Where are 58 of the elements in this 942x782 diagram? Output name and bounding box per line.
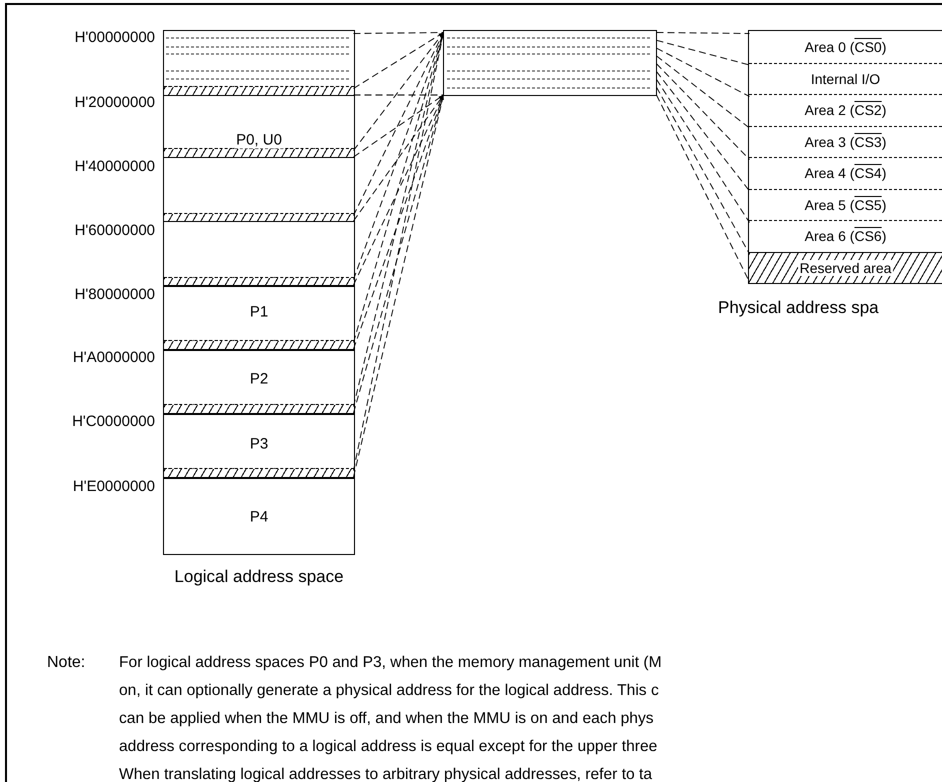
address-label: H'40000000 — [74, 158, 155, 175]
hatched-band — [164, 148, 354, 158]
note-text: address corresponding to a logical address is equal except for the upper three — [119, 738, 658, 756]
mapping-line — [353, 94, 444, 350]
mapping-line — [353, 94, 444, 158]
area-label: Area 0 (CS0) — [804, 38, 888, 55]
mapping-line — [353, 32, 444, 151]
area-label: Area 2 (CS2) — [804, 102, 888, 118]
physical-area — [749, 252, 942, 283]
mapping-line — [656, 86, 750, 254]
space-caption: Physical address spa — [718, 298, 879, 318]
hatched-band — [164, 277, 354, 286]
note-text: For logical address spaces P0 and P3, when the memory management unit (M — [119, 654, 662, 672]
mapping-line — [353, 32, 444, 280]
mapping-line — [656, 55, 750, 128]
note-text: on, it can optionally generate a physical address for the logical address. This c — [119, 682, 659, 700]
hatched-band — [164, 404, 354, 414]
address-region — [164, 414, 354, 478]
address-region — [164, 350, 354, 414]
hatched-band — [164, 468, 354, 478]
mapping-line — [656, 78, 750, 223]
mapping-line — [353, 32, 444, 34]
mapping-line — [656, 71, 750, 192]
area-label: Area 4 (CS4) — [804, 165, 888, 182]
mapping-line — [353, 94, 444, 96]
mapping-line — [353, 94, 444, 414]
area-label: Area 3 (CS3) — [804, 134, 888, 150]
mapping-line — [353, 94, 444, 222]
area-label: Area 6 (CS6) — [804, 228, 888, 244]
address-region — [164, 286, 354, 350]
address-label: H'C0000000 — [72, 413, 155, 430]
note-label: Note: — [47, 654, 86, 672]
address-label: H'20000000 — [74, 94, 155, 111]
mapping-line — [656, 40, 750, 66]
hatched-band — [164, 86, 354, 96]
mapping-line — [656, 32, 750, 34]
area-label: Reserved area — [798, 260, 894, 276]
address-space-box — [748, 30, 942, 284]
address-label: H'A0000000 — [72, 349, 155, 366]
address-label: H'60000000 — [74, 222, 155, 239]
note-text: When translating logical addresses to arbitrary physical addresses, refer to ta — [119, 766, 652, 782]
mapping-box — [443, 30, 657, 96]
address-space-box — [163, 30, 355, 555]
address-label: H'00000000 — [74, 29, 155, 46]
mapping-line — [656, 63, 750, 160]
space-caption: Logical address space — [174, 567, 344, 587]
area-label: Area 5 (CS5) — [804, 196, 888, 213]
mapping-line — [353, 32, 444, 216]
address-label: H'E0000000 — [72, 478, 155, 495]
mapping-line — [353, 94, 444, 478]
hatched-band — [164, 213, 354, 222]
hatched-band — [164, 340, 354, 350]
note-text: can be applied when the MMU is off, and when the MMU is on and each phys — [119, 710, 654, 728]
address-label: H'80000000 — [74, 286, 155, 303]
mapping-line — [656, 48, 750, 97]
region-label: P0, U0 — [235, 132, 283, 148]
mapping-line — [353, 32, 444, 89]
area-label: Internal I/O — [810, 70, 882, 87]
